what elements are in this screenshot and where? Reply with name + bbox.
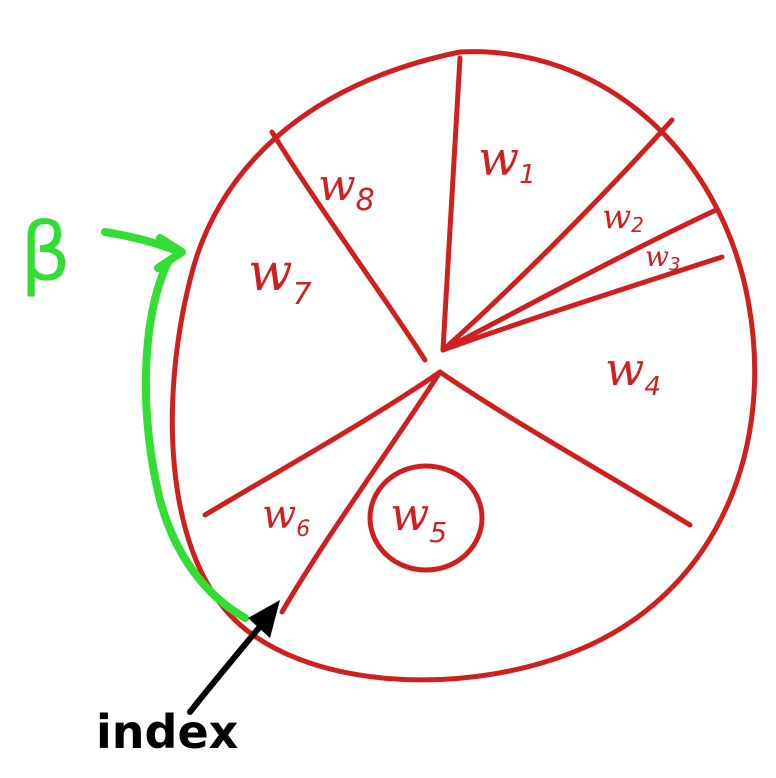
segment-label-w2: w2 <box>602 197 644 237</box>
spoke-w4-w5 <box>437 369 693 528</box>
segment-w1-sub: 1 <box>519 160 536 190</box>
segment-label-w4: w4 <box>605 342 661 402</box>
spoke-w2-w3 <box>440 207 719 353</box>
beta-label: β <box>20 206 71 299</box>
spoke-w6-w7 <box>202 369 443 518</box>
wheel-outline <box>169 49 758 683</box>
segment-w2-sub: 2 <box>631 213 644 237</box>
segment-w6-sub: 6 <box>296 517 310 542</box>
segment-w4-sub: 4 <box>644 372 661 402</box>
segment-w5-sub: 5 <box>429 516 447 549</box>
spoke-w5-w6 <box>279 369 443 615</box>
segment-labels: w1 w2 w3 w4 w5 w6 w7 w8 <box>248 131 680 549</box>
index-pointer-arrowhead <box>248 600 280 638</box>
segment-w7-base: w <box>248 243 293 303</box>
segment-w5-base: w <box>390 487 429 541</box>
segment-label-w7: w7 <box>248 243 312 312</box>
segment-w6-base: w <box>262 492 296 538</box>
segment-w2-base: w <box>602 197 631 237</box>
segment-w1-base: w <box>478 131 519 187</box>
segment-label-w3: w3 <box>645 240 680 275</box>
spoke-w7-w8 <box>269 129 428 363</box>
index-label: index <box>96 705 238 759</box>
segment-label-w5: w5 <box>390 487 447 549</box>
segment-w4-base: w <box>605 342 644 396</box>
segment-w8-base: w <box>318 160 356 211</box>
beta-arc <box>141 258 249 622</box>
segment-w3-base: w <box>645 240 669 273</box>
spoke-w1-w8 <box>440 55 463 353</box>
segment-w3-sub: 3 <box>669 254 680 275</box>
spoke-w3-w4 <box>440 254 725 353</box>
segment-label-w6: w6 <box>262 492 310 542</box>
selected-segment-circle <box>367 463 485 573</box>
beta-annotation: β <box>20 206 249 622</box>
segment-w7-sub: 7 <box>293 277 312 312</box>
index-annotation: index <box>96 600 280 759</box>
segment-label-w1: w1 <box>478 131 536 190</box>
wheel-spokes <box>202 55 725 615</box>
segment-w8-sub: 8 <box>356 183 375 218</box>
segment-label-w8: w8 <box>318 160 375 218</box>
spoke-w1-w2 <box>440 117 675 353</box>
